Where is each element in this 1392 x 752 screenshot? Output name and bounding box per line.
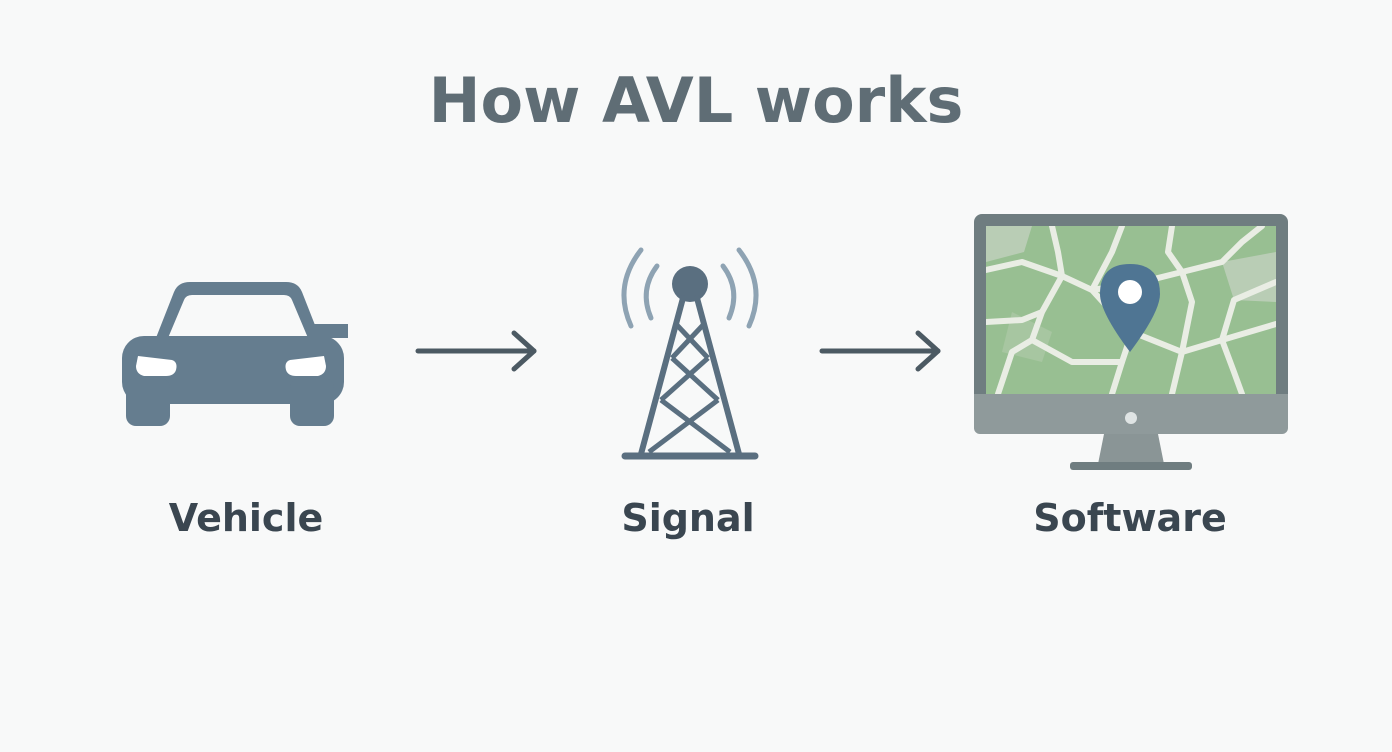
software-label: Software (1033, 496, 1227, 540)
arrow-right-icon (415, 330, 537, 372)
arrow-right-icon (819, 330, 941, 372)
signal-label: Signal (621, 496, 755, 540)
radio-tower-icon (621, 247, 759, 460)
diagram-title: How AVL works (428, 64, 964, 137)
car-icon (122, 282, 348, 426)
monitor-map-icon (974, 214, 1288, 470)
vehicle-label: Vehicle (168, 496, 324, 540)
